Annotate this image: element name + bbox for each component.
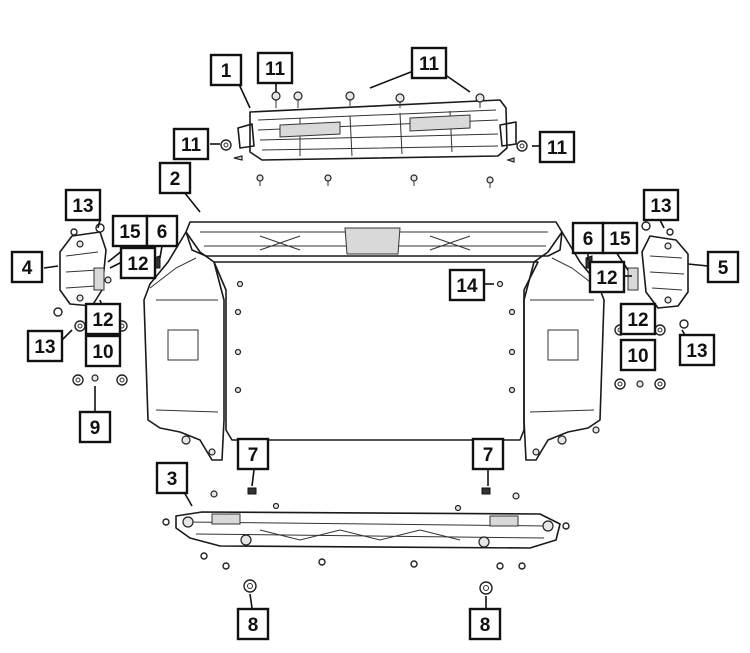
callout-13-top-left: 13 [64,188,102,222]
radiator-support-frame [143,221,605,461]
lower-crossmember-part [175,511,561,549]
callout-7-left: 7 [236,437,270,471]
svg-text:11: 11 [419,54,440,75]
svg-text:7: 7 [483,445,494,466]
callout-4: 4 [10,250,44,284]
callout-11-top-left: 11 [256,51,294,85]
svg-text:11: 11 [547,138,568,159]
svg-text:1: 1 [221,61,232,82]
svg-text:4: 4 [22,258,33,279]
svg-text:8: 8 [248,615,259,636]
callout-8-left: 8 [236,607,270,641]
svg-text:12: 12 [127,254,148,275]
svg-text:13: 13 [650,196,671,217]
callout-11-right: 11 [538,130,576,164]
svg-text:13: 13 [34,337,55,358]
callout-15-left: 15 [111,214,149,248]
callout-14: 14 [448,268,486,302]
callout-13-top-right: 13 [642,188,680,222]
callout-13-bottom-left: 13 [26,329,64,363]
callout-10-left: 10 [84,334,122,368]
left-bracket-part [59,231,107,307]
svg-text:2: 2 [170,169,181,190]
callout-7-right: 7 [471,437,505,471]
shield-bolts [220,91,528,188]
callout-2: 2 [158,161,192,195]
svg-text:9: 9 [90,418,101,439]
svg-text:12: 12 [627,310,648,331]
callout-3: 3 [155,461,189,495]
callout-12-left-upper: 12 [119,246,157,280]
svg-text:8: 8 [480,615,491,636]
callout-12-left-lower: 12 [84,302,122,336]
svg-text:12: 12 [92,310,113,331]
callout-15-right: 15 [601,221,639,255]
svg-text:6: 6 [583,229,594,250]
svg-text:12: 12 [596,268,617,289]
callout-12-right-lower: 12 [619,302,657,336]
right-bracket-part [627,235,689,309]
upper-shield-part [237,99,517,161]
svg-text:15: 15 [609,229,631,250]
svg-text:14: 14 [456,276,478,297]
callout-8-right: 8 [468,607,502,641]
svg-text:10: 10 [627,346,648,367]
svg-text:11: 11 [265,59,286,80]
svg-text:6: 6 [157,222,168,243]
svg-text:15: 15 [119,222,141,243]
callout-11-top-right: 11 [410,46,448,80]
svg-text:3: 3 [167,469,178,490]
callout-6-right: 6 [571,221,605,255]
callout-11-left: 11 [172,127,210,161]
callout-1: 1 [209,53,243,87]
svg-text:11: 11 [181,135,202,156]
callout-13-bottom-right: 13 [678,333,716,367]
svg-text:13: 13 [686,341,707,362]
lower-fasteners [162,487,570,595]
svg-text:5: 5 [718,258,729,279]
callout-12-right-upper: 12 [588,260,626,294]
callout-10-right: 10 [619,338,657,372]
svg-text:10: 10 [92,342,113,363]
svg-text:13: 13 [72,196,93,217]
callout-9: 9 [78,410,112,444]
callout-6-left: 6 [145,214,179,248]
leader-lines [43,69,709,609]
svg-text:7: 7 [248,445,259,466]
callout-5: 5 [706,250,740,284]
